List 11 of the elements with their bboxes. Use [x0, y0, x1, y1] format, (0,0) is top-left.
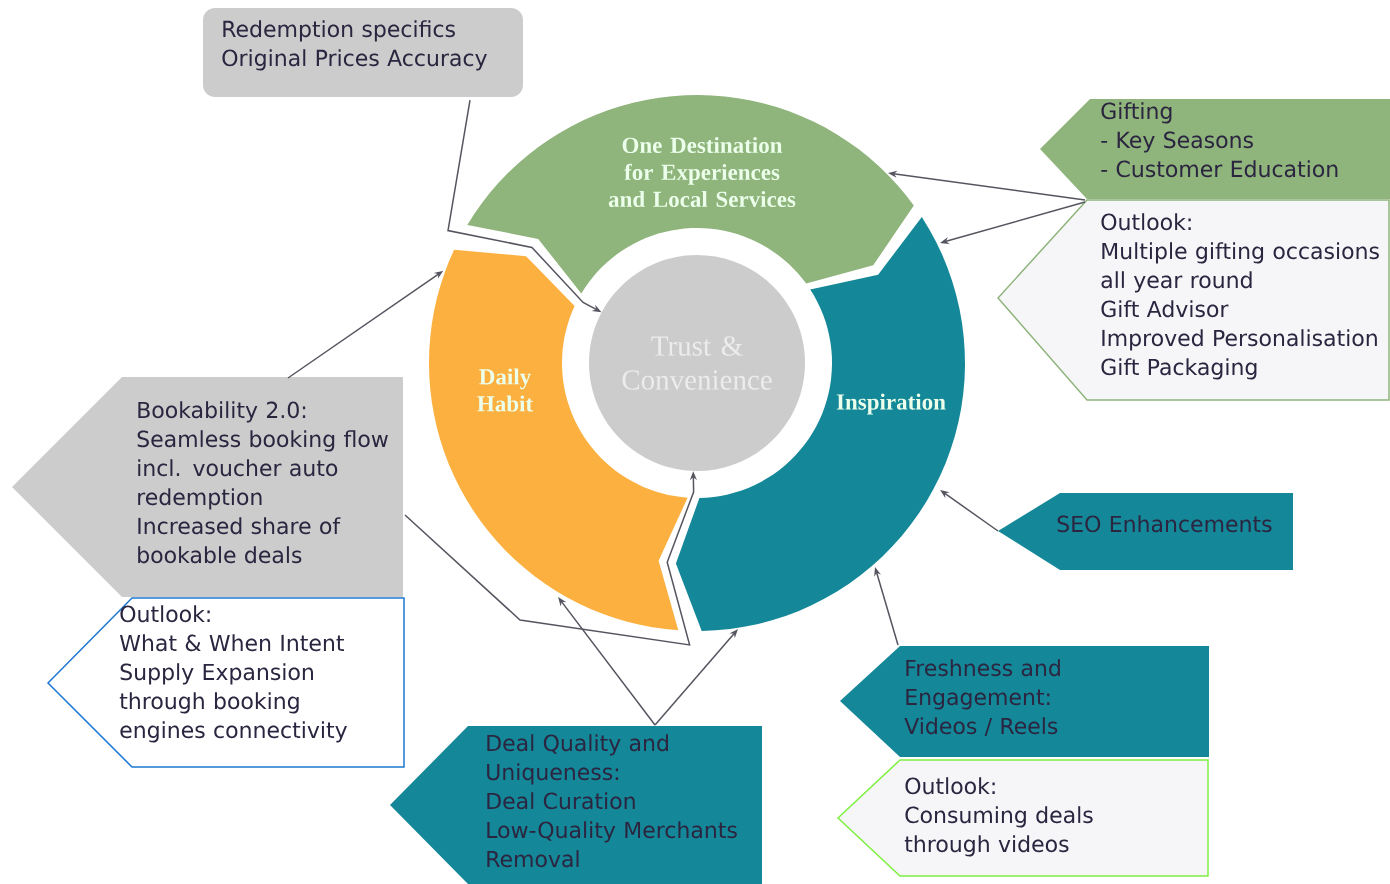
pointer-box: Deal Quality and Uniqueness: Deal Curation Low-Quality Merchants Removal: [390, 726, 762, 884]
arrow: [940, 490, 999, 532]
callout-box: Redemption specifics Original Prices Accuracy: [203, 8, 523, 97]
pointer-box: SEO Enhancements: [998, 493, 1293, 570]
pointer-box: Gifting - Key Seasons - Customer Education: [1040, 99, 1390, 199]
arrow: [654, 629, 738, 726]
arrow: [558, 597, 656, 726]
ring-segment: One Destination for Experiences and Local Services: [467, 95, 914, 294]
pointer-box: Freshness and Engagement: Videos / Reels: [840, 646, 1209, 757]
pointer-box: Outlook: Multiple gifting occasions all year round Gift Advisor Improved Personalisation Gift Packaging: [997, 199, 1390, 401]
pointer-box: Bookability 2.0: Seamless booking flow incl. voucher auto redemption Increased share of bookable deals: [12, 377, 403, 597]
